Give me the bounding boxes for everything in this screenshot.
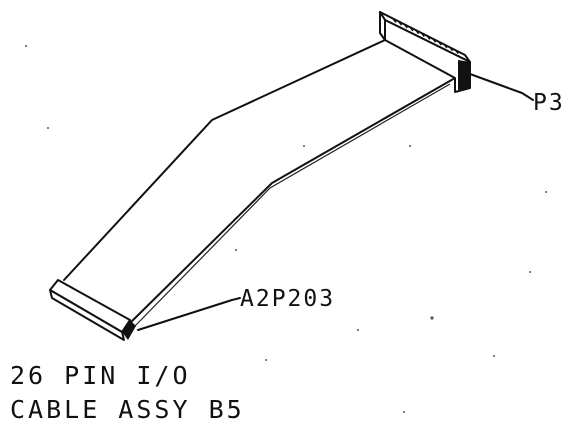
- p3-connector-side-face: [384, 19, 471, 93]
- caption-line-1: 26 PIN I/O: [10, 361, 191, 390]
- a2p203-connector-side-face: [49, 289, 125, 341]
- a2p203-leader-line: [137, 297, 241, 331]
- p3-pin-slot: [409, 26, 414, 32]
- a2p203-connector: [49, 279, 136, 341]
- ribbon-edge-upper: [63, 39, 386, 281]
- p3-connector-right-face: [458, 60, 470, 90]
- p3-pin-slot: [443, 43, 448, 49]
- p3-pin-row: [392, 17, 459, 55]
- ribbon-edge-lower: [127, 77, 456, 326]
- p3-pin-slot: [392, 17, 397, 23]
- a2p203-connector-end-face: [122, 320, 136, 340]
- p3-pin-slot: [426, 34, 431, 40]
- p3-pin-slot: [397, 20, 403, 26]
- p3-pin-slot: [403, 23, 408, 29]
- p3-pin-slot: [437, 40, 442, 46]
- p3-pin-slot: [448, 46, 454, 52]
- scan-specks: [25, 45, 547, 413]
- ribbon-cable: [63, 39, 456, 328]
- a2p203-label: A2P203: [240, 286, 335, 312]
- p3-connector: [379, 11, 471, 93]
- p3-pin-slot: [414, 29, 420, 35]
- p3-pin-slot: [420, 32, 425, 38]
- a2p203-connector-top-face: [49, 279, 131, 333]
- ribbon-edge-inner: [133, 83, 451, 328]
- caption-line-2: CABLE ASSY B5: [10, 395, 245, 424]
- p3-leader-line: [469, 73, 534, 101]
- p3-label: P3: [533, 90, 565, 116]
- p3-pin-slot: [454, 49, 459, 55]
- p3-pin-slot: [431, 37, 437, 43]
